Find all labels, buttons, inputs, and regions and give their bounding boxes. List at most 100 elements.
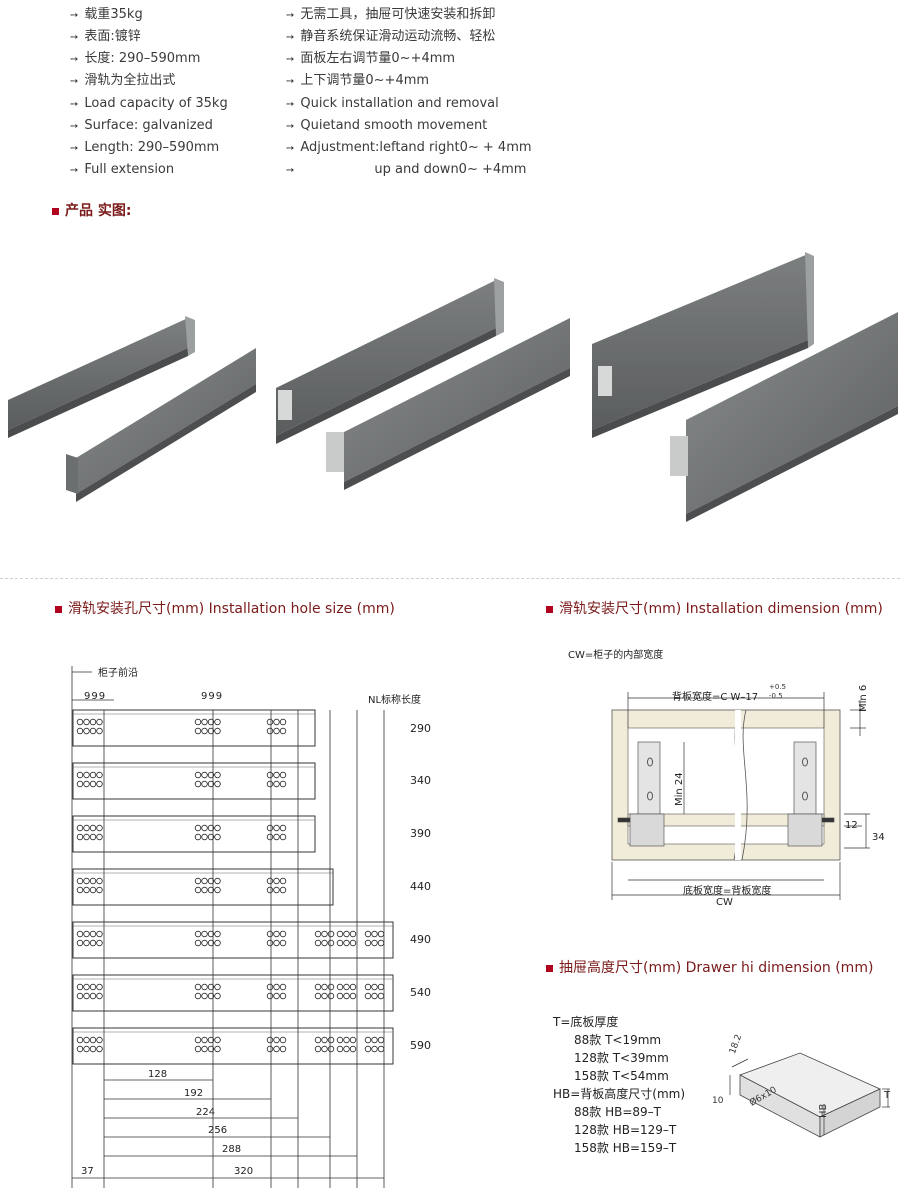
rail-490 <box>72 921 394 959</box>
hole <box>343 983 350 991</box>
hole <box>76 718 84 726</box>
hole <box>279 771 287 779</box>
hole <box>96 727 103 735</box>
hole <box>96 771 103 779</box>
hole <box>273 824 280 832</box>
hole <box>327 930 335 938</box>
bottom-width-label: 底板宽度=背板宽度 <box>683 886 772 897</box>
hole <box>364 1045 372 1053</box>
hole <box>266 718 274 726</box>
hole <box>273 727 280 735</box>
hole <box>343 1036 350 1044</box>
hole <box>266 727 274 735</box>
hole <box>343 930 350 938</box>
hole <box>76 780 84 788</box>
hole <box>279 992 287 1000</box>
hole <box>327 1036 335 1044</box>
bullet-icon <box>55 605 62 613</box>
hole <box>207 886 215 894</box>
arrow-icon: ➙ <box>286 99 295 110</box>
hole <box>201 824 208 832</box>
hole <box>371 1045 378 1053</box>
feature-list-cn-left: ➙载重35kg ➙表面:镀锌 ➙长度: 290–590mm ➙滑轨为全拉出式 <box>70 4 200 92</box>
hole <box>96 833 103 841</box>
arrow-icon: ➙ <box>286 32 295 43</box>
hole <box>371 1036 378 1044</box>
feature-item: ➙Quick installation and removal <box>286 96 499 111</box>
hole <box>89 886 97 894</box>
rail-group <box>72 709 394 1065</box>
cw-note: CW=柜子的内部宽度 <box>568 650 664 661</box>
hole <box>214 727 221 735</box>
hole <box>273 833 280 841</box>
hole <box>321 939 328 947</box>
dim-hb: HB <box>818 1103 829 1118</box>
back-bracket-right <box>793 741 817 815</box>
hole <box>279 833 287 841</box>
hole <box>214 992 221 1000</box>
hole <box>266 930 274 938</box>
dim34-label: 34 <box>872 832 885 843</box>
hole <box>201 718 208 726</box>
hole <box>321 930 328 938</box>
hole <box>201 983 208 991</box>
hole <box>89 877 97 885</box>
arrow-icon: ➙ <box>70 99 79 110</box>
hole <box>207 833 215 841</box>
hole <box>83 939 90 947</box>
dim-192: 192 <box>184 1088 204 1099</box>
feature-item: ➙Length: 290–590mm <box>70 140 220 155</box>
hb-row: 128款 HB=129–T <box>574 1123 677 1137</box>
dim-224: 224 <box>196 1107 216 1118</box>
hole <box>83 877 90 885</box>
hole <box>89 1045 97 1053</box>
hole <box>214 983 221 991</box>
hole <box>321 1045 328 1053</box>
hole <box>89 833 97 841</box>
hole <box>371 992 378 1000</box>
hole <box>194 983 202 991</box>
feature-item: ➙滑轨为全拉出式 <box>70 73 176 88</box>
hole <box>194 727 202 735</box>
dim-t: T <box>884 1090 891 1101</box>
hole <box>76 930 84 938</box>
rail-590 <box>72 1027 394 1065</box>
hole <box>314 939 322 947</box>
hole <box>194 939 202 947</box>
arrow-icon: ➙ <box>70 54 79 65</box>
hole <box>279 983 287 991</box>
hole <box>327 992 335 1000</box>
hole <box>76 992 84 1000</box>
nl-340: 340 <box>410 774 431 787</box>
hole <box>207 780 215 788</box>
feature-item: ➙Full extension <box>70 162 175 177</box>
top-dims-b: 999 <box>201 691 224 702</box>
arrow-icon: ➙ <box>70 165 79 176</box>
hole <box>89 992 97 1000</box>
hole <box>273 771 280 779</box>
hole <box>327 1045 335 1053</box>
hole <box>89 718 97 726</box>
feature-item: ➙面板左右调节量0~+4mm <box>286 51 456 66</box>
rail-340 <box>72 762 316 800</box>
install-dimension-diagram <box>611 692 870 900</box>
nl-header: NL标称长度 <box>368 695 422 706</box>
hole <box>207 983 215 991</box>
drawer-side-small-front <box>66 348 256 502</box>
hole <box>266 824 274 832</box>
hole <box>207 1045 215 1053</box>
hole <box>76 1045 84 1053</box>
hole <box>83 1045 90 1053</box>
hole <box>343 1045 350 1053</box>
drawer-spec-list: T=底板厚度 88款 T<19mm 128款 T<39mm 158款 T<54m… <box>553 1013 685 1157</box>
hole <box>266 877 274 885</box>
hole <box>314 992 322 1000</box>
hole <box>194 877 202 885</box>
arrow-icon: ➙ <box>70 10 79 21</box>
hole <box>201 833 208 841</box>
feature-item: ➙up and down0~ +4mm <box>286 162 527 177</box>
front-edge-label: 柜子前沿 <box>98 668 138 679</box>
top-dims-a: 999 <box>84 691 107 702</box>
rail-390 <box>72 815 316 853</box>
hole <box>314 1045 322 1053</box>
